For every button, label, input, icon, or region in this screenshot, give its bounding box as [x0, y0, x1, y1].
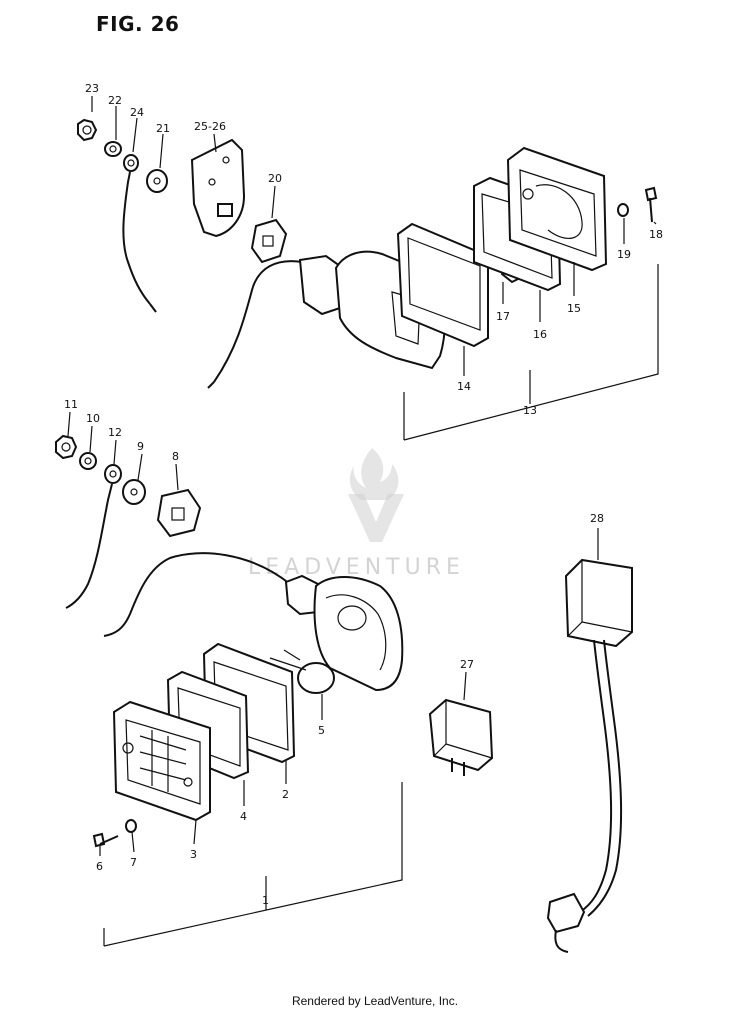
- leaders-lower: [67, 411, 323, 856]
- part-10-lock-washer: [79, 452, 97, 470]
- part-14-gasket: [396, 222, 489, 348]
- callout-3: 3: [190, 848, 197, 861]
- callout-1: 1: [262, 894, 269, 907]
- part-19-washer: [617, 203, 629, 217]
- callout-21: 21: [156, 122, 170, 135]
- callout-27: 27: [460, 658, 474, 671]
- flame-logo-icon: [349, 448, 399, 500]
- assembly-1-bracket: [103, 782, 403, 947]
- part-27-flasher-relay: [428, 698, 494, 776]
- callout-15: 15: [567, 302, 581, 315]
- callout-6: 6: [96, 860, 103, 873]
- part-18-screw: [644, 186, 658, 223]
- callout-7: 7: [130, 856, 137, 869]
- callout-labels: 23 22 24 21 25-26 20 14 13 17 16 15 19 1…: [64, 82, 663, 907]
- callout-5: 5: [318, 724, 325, 737]
- callout-13: 13: [523, 404, 537, 417]
- figure-title: FIG. 26: [96, 12, 180, 36]
- part-22-lock-washer: [104, 141, 122, 157]
- part-7-washer: [125, 819, 137, 833]
- part-15-lens: [506, 146, 608, 272]
- callout-20: 20: [268, 172, 282, 185]
- watermark-text: LEADVENTURE: [248, 555, 465, 580]
- callout-19: 19: [617, 248, 631, 261]
- assembly-13-bracket: [403, 264, 659, 441]
- callout-2: 2: [282, 788, 289, 801]
- leaders-upper: [91, 96, 657, 376]
- part-8-grommet: [156, 488, 202, 538]
- callout-25-26: 25-26: [194, 120, 226, 133]
- callout-11: 11: [64, 398, 78, 411]
- part-23-nut: [77, 118, 98, 142]
- part-3-lens: [112, 700, 211, 822]
- callout-8: 8: [172, 450, 179, 463]
- part-24-ground-wire: [122, 154, 157, 313]
- render-credit: Rendered by LeadVenture, Inc.: [291, 994, 459, 1008]
- leadventure-watermark: LEADVENTURE: [248, 448, 465, 580]
- part-5-bulb: [269, 649, 335, 694]
- part-11-nut: [55, 434, 78, 460]
- part-9-washer: [122, 479, 146, 505]
- leader-27: [463, 671, 467, 701]
- callout-14: 14: [457, 380, 471, 393]
- callout-9: 9: [137, 440, 144, 453]
- lower-turn-signal-housing: [103, 552, 404, 692]
- callout-18: 18: [649, 228, 663, 241]
- part-12-ground-wire: [65, 464, 122, 609]
- part-21-washer: [146, 169, 168, 193]
- callout-12: 12: [108, 426, 122, 439]
- callout-10: 10: [86, 412, 100, 425]
- part-28-turn-signal-unit: [546, 558, 633, 953]
- callout-24: 24: [130, 106, 144, 119]
- callout-4: 4: [240, 810, 247, 823]
- v-logo-icon: [348, 494, 404, 542]
- callout-28: 28: [590, 512, 604, 525]
- part-25-26-bracket: [190, 138, 246, 238]
- callout-17: 17: [496, 310, 510, 323]
- callout-22: 22: [108, 94, 122, 107]
- callout-16: 16: [533, 328, 547, 341]
- part-6-screw: [92, 832, 119, 848]
- part-20-grommet: [250, 218, 288, 264]
- callout-23: 23: [85, 82, 99, 95]
